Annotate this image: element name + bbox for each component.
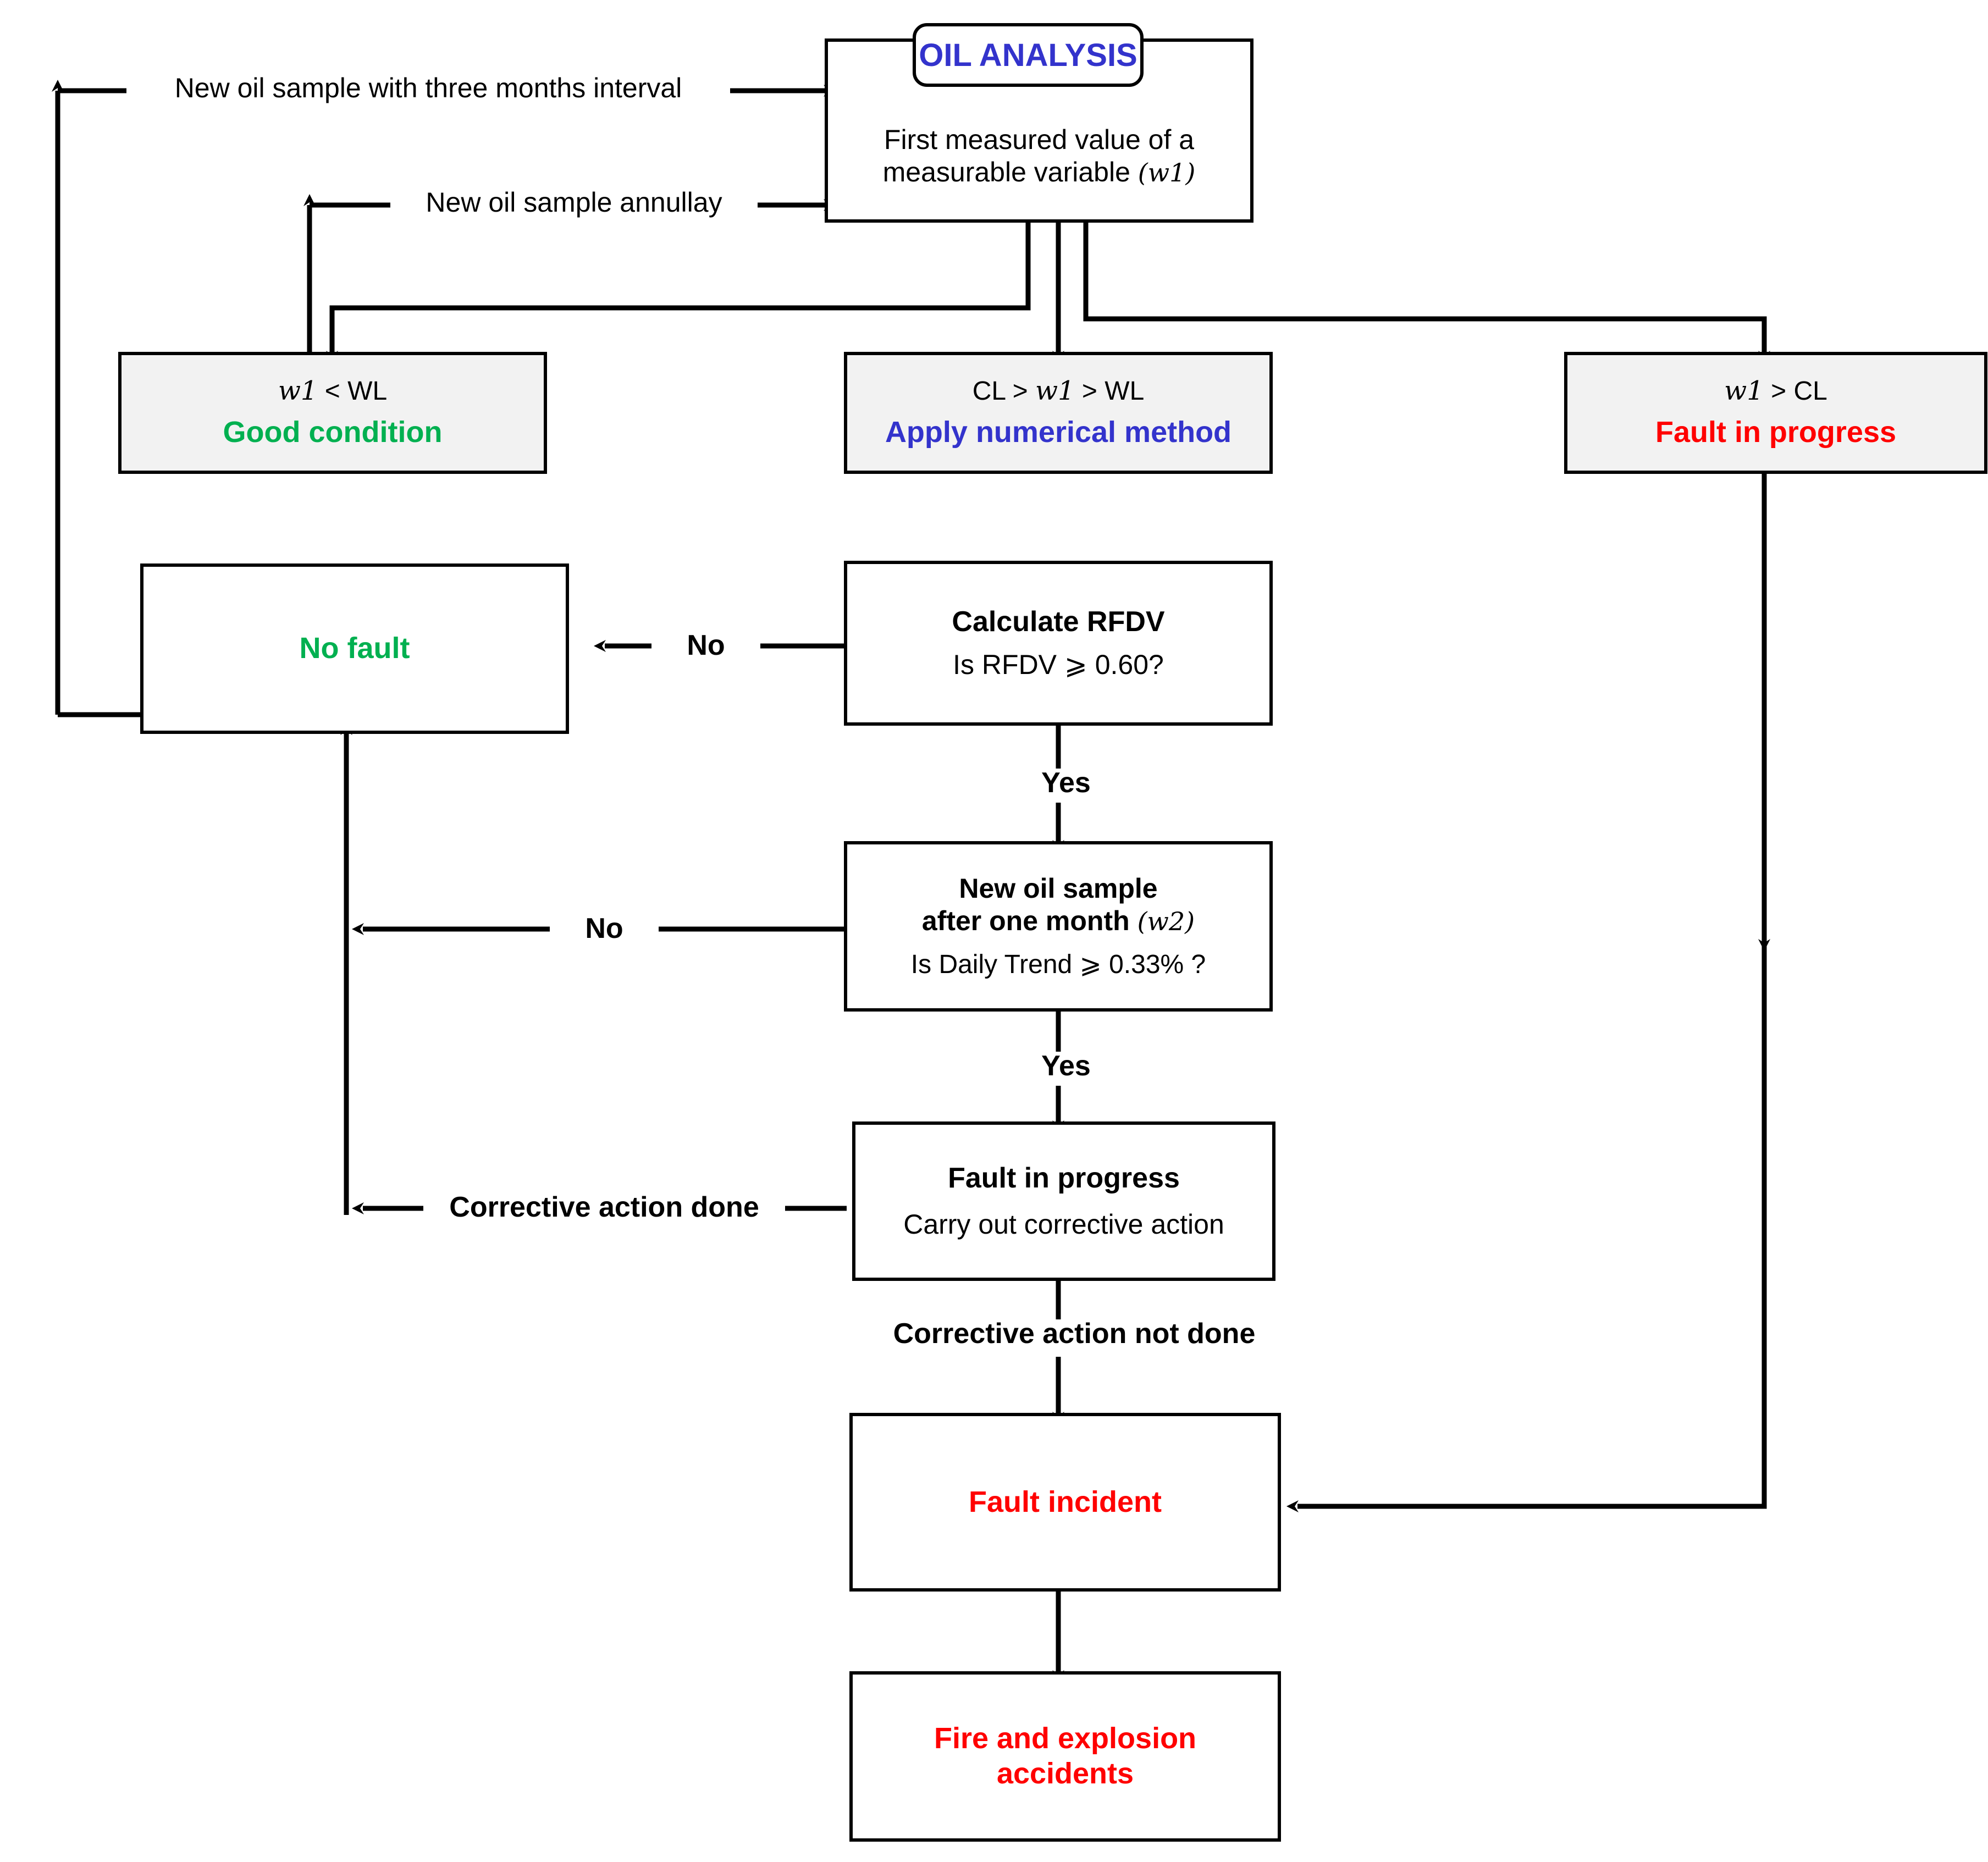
node-calculate-rfdv[interactable]: Calculate RFDV Is RFDV ⩾ 0.60? [844,561,1273,726]
node-fault-in-progress-top[interactable]: w1 > CL Fault in progress [1564,352,1987,474]
fire-explosion-line1: Fire and explosion [934,1722,1197,1755]
node-new-oil-sample-month[interactable]: New oil sample after one month (w2) Is D… [844,841,1273,1012]
first-measured-line2-wrap: measurable variable (w1) [883,156,1196,189]
good-condition-criterion: w1 < WL [278,375,387,407]
edge-label-rfdv-yes: Yes [1012,769,1120,797]
edge-label-three-months: New oil sample with three months interva… [126,74,730,102]
apply-numerical-variable: w1 [1035,375,1075,407]
first-measured-line1: First measured value of a [883,124,1195,155]
first-measured-variable: (w1) [1137,157,1196,187]
node-no-fault[interactable]: No fault [140,563,569,734]
fire-explosion-line2: accidents [996,1757,1134,1790]
calculate-rfdv-line1: Calculate RFDV [952,605,1165,638]
apply-numerical-status: Apply numerical method [885,415,1232,449]
edge-label-corrective-done: Corrective action done [423,1193,785,1222]
start-pill[interactable]: OIL ANALYSIS [913,23,1144,87]
new-oil-sample-line2: after one month [921,905,1130,936]
node-apply-numerical-method[interactable]: CL > w1 > WL Apply numerical method [844,352,1273,474]
fault-corrective-line2: Carry out corrective action [903,1209,1224,1240]
new-oil-sample-line1: New oil sample [959,872,1158,904]
apply-numerical-criterion: CL > w1 > WL [973,375,1145,407]
fault-corrective-line1: Fault in progress [948,1162,1180,1194]
fault-top-criterion: w1 > CL [1724,375,1827,407]
node-fault-incident[interactable]: Fault incident [849,1413,1281,1592]
good-condition-variable: w1 [278,375,318,407]
first-measured-line2: measurable variable [882,156,1130,187]
edge-label-trend-no: No [550,914,659,943]
no-fault-label: No fault [299,632,410,665]
new-oil-sample-line2-wrap: after one month (w2) [922,905,1195,937]
fault-incident-label: Fault incident [969,1485,1162,1518]
apply-numerical-pre: CL > [972,377,1035,406]
edge-label-annually: New oil sample annullay [390,189,758,216]
start-pill-label: OIL ANALYSIS [919,37,1137,73]
node-fault-corrective-action[interactable]: Fault in progress Carry out corrective a… [852,1121,1275,1281]
new-oil-sample-line3: Is Daily Trend ⩾ 0.33% ? [910,949,1206,979]
node-good-condition[interactable]: w1 < WL Good condition [118,352,547,474]
good-condition-operator: < WL [317,377,388,406]
node-fire-explosion[interactable]: Fire and explosion accidents [849,1671,1281,1842]
edge-label-rfdv-no: No [651,631,760,660]
fault-top-variable: w1 [1724,375,1764,407]
fault-top-status: Fault in progress [1655,415,1897,449]
new-oil-sample-variable: (w2) [1137,906,1195,936]
edge-label-trend-yes: Yes [1012,1052,1120,1080]
apply-numerical-post: > WL [1074,377,1145,406]
calculate-rfdv-line2: Is RFDV ⩾ 0.60? [953,649,1164,681]
good-condition-status: Good condition [223,415,443,449]
fault-top-operator: > CL [1763,377,1827,406]
edge-label-corrective-not-done: Corrective action not done [847,1319,1302,1348]
